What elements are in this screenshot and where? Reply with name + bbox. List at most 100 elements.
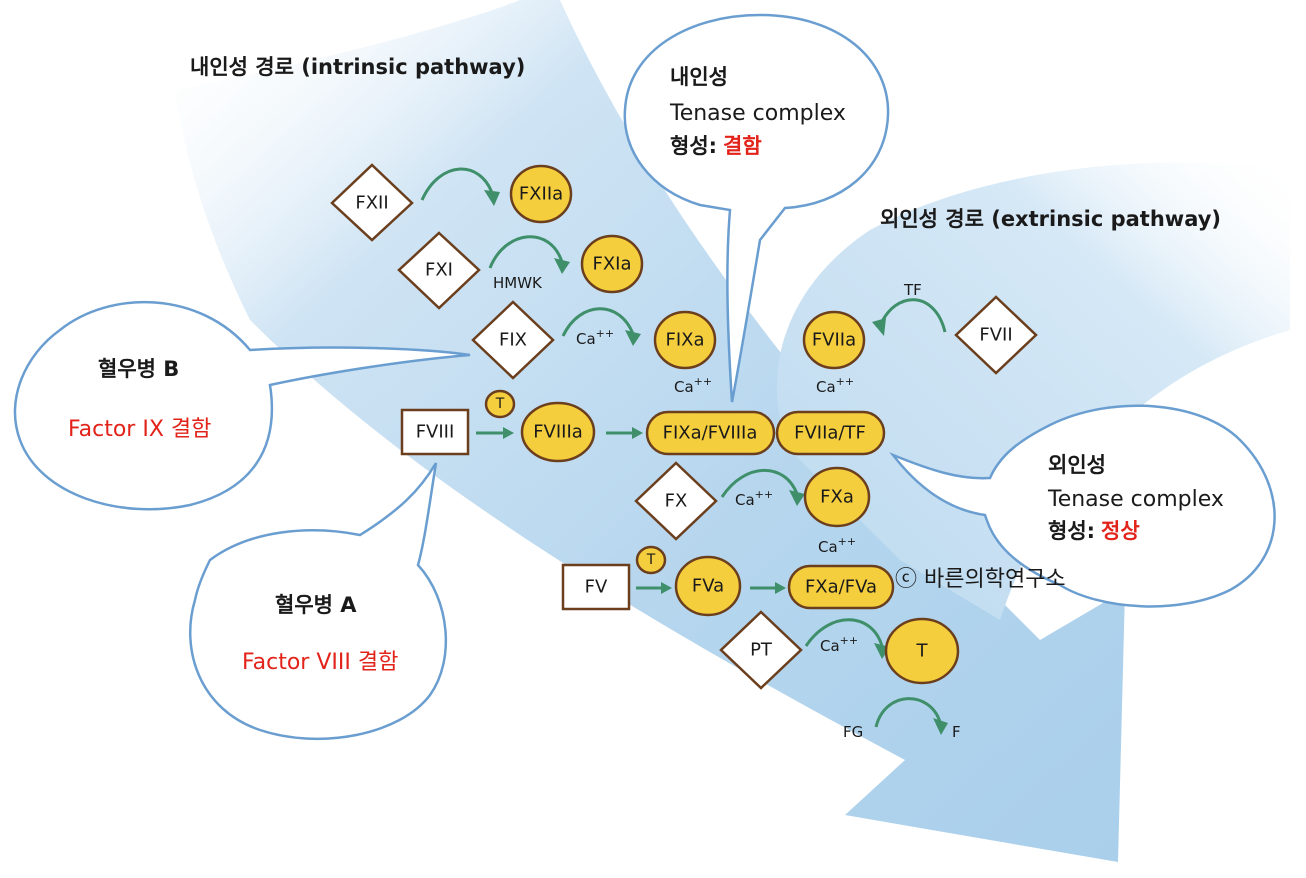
fvii-label: FVII (979, 325, 1012, 346)
intrinsic-tenase-complex: FIXa/FVIIIa (645, 410, 776, 456)
fxia-label: FXIa (592, 254, 631, 275)
extrinsic-tenase-line3: 형성:정상 (1048, 519, 1140, 543)
hemophilia-b-title: 혈우병 B (98, 357, 179, 381)
extrinsic-complex-ca-text: Ca (816, 378, 836, 396)
fg-arrowhead (933, 718, 948, 735)
pt-label: PT (750, 640, 773, 661)
pt-ca-label: Ca++ (820, 634, 858, 655)
tf-label: TF (903, 281, 922, 299)
hemophilia-b-bubble: 혈우병 B Factor IX 결함 (13, 300, 471, 511)
intrinsic-tenase-status: 결함 (723, 134, 762, 158)
fv-node: FV (561, 563, 631, 611)
intrinsic-tenase-line3: 형성:결함 (670, 134, 762, 158)
extrinsic-complex-ca-sup: ++ (836, 375, 854, 388)
fxii-arrowhead (484, 190, 500, 206)
thrombin-cofactor-2-label: T (646, 552, 656, 568)
fviiia-label: FVIIIa (533, 422, 583, 443)
fixa-fviiia-label: FIXa/FVIIIa (663, 423, 758, 444)
intrinsic-tenase-line2: Tenase complex (669, 101, 846, 126)
pt-ca-sup: ++ (840, 634, 858, 647)
extrinsic-complex-ca-label: Ca++ (816, 375, 854, 396)
extrinsic-tenase-line2: Tenase complex (1047, 487, 1224, 512)
fix-node: FIX (471, 300, 555, 380)
prothrombinase-ca-text: Ca (818, 538, 838, 556)
prothrombinase-ca-label: Ca++ (818, 535, 856, 556)
fviiia-node: FVIIIa (520, 401, 596, 463)
intrinsic-tenase-line1: 내인성 (670, 65, 728, 89)
fixa-node: FIXa (653, 310, 717, 370)
hemophilia-a-title: 혈우병 A (275, 593, 357, 617)
extrinsic-flow-arrow (776, 162, 1290, 620)
thrombin-label: T (916, 641, 929, 662)
fix-label: FIX (499, 330, 527, 351)
fvii-activation-arrow (878, 298, 947, 333)
fxi-activation-arrow (488, 235, 564, 269)
fviiia-arrowhead (632, 427, 643, 439)
intrinsic-complex-ca-text: Ca (674, 378, 694, 396)
intrinsic-complex-ca-label: Ca++ (674, 375, 712, 396)
intrinsic-pathway-title: 내인성 경로 (intrinsic pathway) (190, 55, 525, 79)
fx-arrowhead (789, 490, 805, 506)
fxii-node: FXII (330, 163, 414, 242)
thrombin-cofactor-2: T (635, 545, 667, 575)
intrinsic-tenase-bubble: 내인성 Tenase complex 형성:결함 (623, 13, 890, 403)
fix-ca-text: Ca (576, 330, 596, 348)
fva-label: FVa (692, 576, 724, 597)
extrinsic-tenase-status: 정상 (1101, 519, 1140, 543)
fg-to-f-arrow (874, 697, 942, 728)
fviia-label: FVIIa (812, 330, 856, 351)
fixa-label: FIXa (665, 330, 704, 351)
extrinsic-tenase-line1: 외인성 (1048, 453, 1106, 477)
fx-ca-label: Ca++ (735, 488, 773, 509)
fxiia-node: FXIIa (509, 164, 573, 224)
fviii-label: FVIII (416, 422, 455, 443)
pt-ca-text: Ca (820, 637, 840, 655)
thrombin-cofactor-1: T (484, 389, 516, 419)
fxi-arrowhead (554, 258, 570, 274)
fxii-label: FXII (355, 193, 388, 214)
intrinsic-tenase-prefix: 형성: (670, 134, 717, 158)
fx-ca-sup: ++ (755, 488, 773, 501)
prothrombinase-complex: FXa/FVa (787, 564, 895, 610)
fxa-label: FXa (820, 487, 854, 508)
hmwk-label: HMWK (493, 274, 543, 292)
fv-label: FV (585, 577, 608, 598)
f-label: F (952, 723, 961, 741)
extrinsic-tenase-complex: FVIIa/TF (775, 410, 886, 456)
fxi-node: FXI (397, 231, 481, 310)
fxiia-label: FXIIa (519, 184, 563, 205)
fix-ca-label: Ca++ (576, 327, 614, 348)
extrinsic-tenase-bubble: 외인성 Tenase complex 형성:정상 (889, 404, 1276, 608)
fix-ca-sup: ++ (596, 327, 614, 340)
fxia-node: FXIa (580, 234, 644, 294)
pt-node: PT (719, 610, 803, 690)
thrombin-node: T (884, 617, 960, 685)
prothrombinase-ca-sup: ++ (838, 535, 856, 548)
fvii-arrowhead (872, 318, 886, 336)
hemophilia-a-detail: Factor VIII 결함 (242, 650, 398, 675)
fx-activation-arrow (720, 468, 799, 498)
extrinsic-tenase-prefix: 형성: (1048, 519, 1095, 543)
fxii-activation-arrow (420, 167, 494, 201)
fxi-label: FXI (425, 260, 453, 281)
fxa-node: FXa (803, 466, 871, 528)
fviii-arrowhead (503, 427, 514, 439)
thrombin-cofactor-1-label: T (495, 396, 505, 412)
fix-arrowhead (625, 330, 641, 346)
hemophilia-b-detail: Factor IX 결함 (68, 417, 211, 442)
extrinsic-pathway-title: 외인성 경로 (extrinsic pathway) (880, 207, 1221, 231)
fx-node: FX (634, 461, 718, 541)
fviia-tf-label: FVIIa/TF (794, 423, 866, 444)
intrinsic-complex-ca-sup: ++ (694, 375, 712, 388)
fviii-node: FVIII (400, 408, 470, 456)
fva-arrowhead (775, 582, 786, 594)
fviia-node: FVIIa (802, 310, 866, 370)
copyright-text: ⓒ 바른의학연구소 (895, 567, 1066, 592)
fg-label: FG (843, 723, 863, 741)
fxa-fva-label: FXa/FVa (805, 577, 877, 598)
fx-ca-text: Ca (735, 491, 755, 509)
fvii-node: FVII (954, 295, 1038, 375)
hemophilia-a-bubble: 혈우병 A Factor VIII 결함 (188, 462, 447, 741)
